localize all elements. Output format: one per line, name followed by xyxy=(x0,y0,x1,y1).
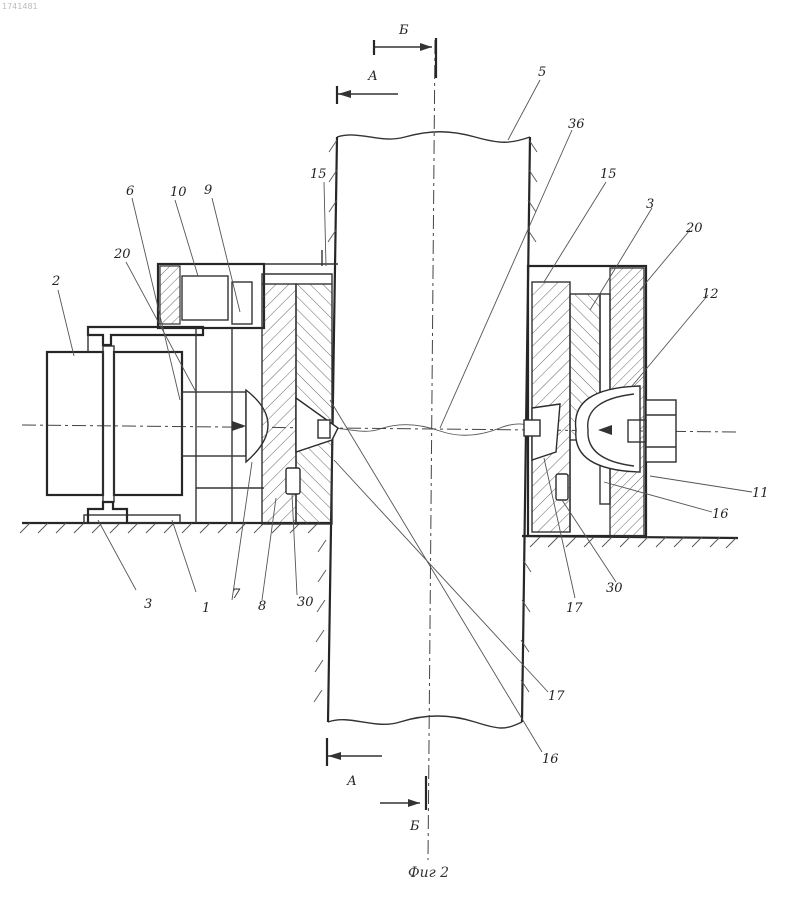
figure-caption: Фиг 2 xyxy=(408,865,449,881)
label-3-left: 3 xyxy=(144,597,152,612)
label-15-right: 15 xyxy=(600,167,617,182)
sheet-number: 1741481 xyxy=(2,2,38,11)
section-label-b-top: Б xyxy=(398,23,409,38)
label-30-left: 30 xyxy=(297,595,314,610)
label-17-bottom: 17 xyxy=(548,689,565,704)
label-6: 6 xyxy=(126,184,134,199)
label-1: 1 xyxy=(202,601,210,616)
label-36: 36 xyxy=(568,117,585,132)
label-15-left: 15 xyxy=(310,167,327,182)
label-3-right: 3 xyxy=(646,197,654,212)
section-label-b-bottom: Б xyxy=(409,819,420,834)
label-20-right: 20 xyxy=(685,221,703,236)
section-label-a-top: А xyxy=(367,69,378,84)
label-16-right: 16 xyxy=(712,507,729,522)
workpiece xyxy=(320,132,545,728)
label-16-bottom: 16 xyxy=(542,752,559,767)
label-5: 5 xyxy=(538,65,546,80)
left-assembly xyxy=(47,250,338,524)
label-2: 2 xyxy=(51,274,60,289)
label-8: 8 xyxy=(258,599,266,614)
label-10: 10 xyxy=(170,185,187,200)
label-17-right: 17 xyxy=(566,601,583,616)
label-9: 9 xyxy=(204,183,212,198)
centre-line xyxy=(428,40,435,860)
label-20-left: 20 xyxy=(113,247,131,262)
label-7: 7 xyxy=(232,587,241,602)
label-11: 11 xyxy=(752,486,769,501)
label-12: 12 xyxy=(702,287,719,302)
label-30-right: 30 xyxy=(606,581,623,596)
section-label-a-bottom: А xyxy=(346,774,357,789)
